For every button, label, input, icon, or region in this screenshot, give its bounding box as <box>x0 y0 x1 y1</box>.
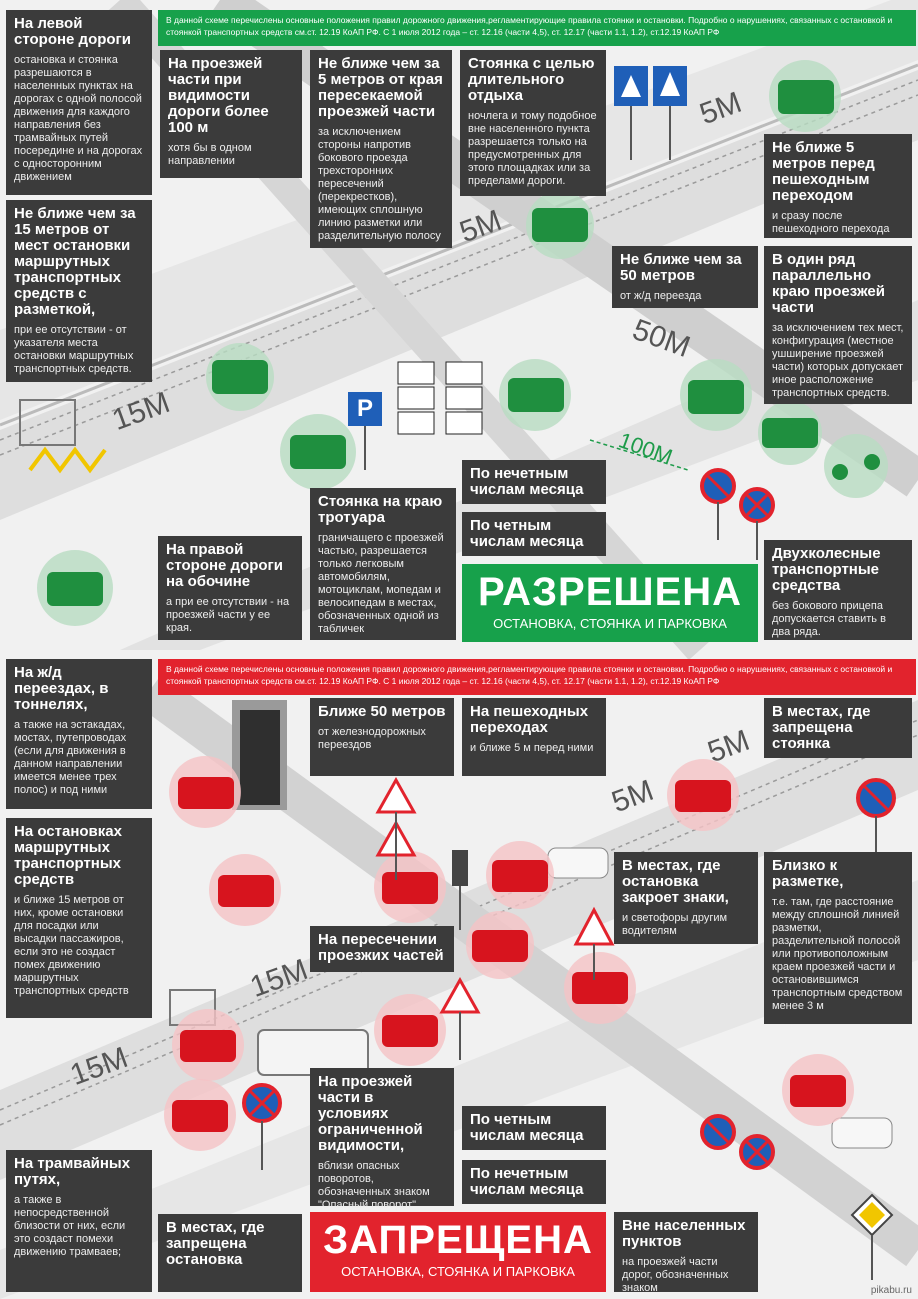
banner-title: РАЗРЕШЕНА <box>477 570 743 614</box>
banner-subtitle: ОСТАНОВКА, СТОЯНКА И ПАРКОВКА <box>341 1264 575 1279</box>
forbidden-banner: ЗАПРЕЩЕНА ОСТАНОВКА, СТОЯНКА И ПАРКОВКА <box>310 1212 606 1292</box>
box-body: и ближе 15 метров от них, кроме остановк… <box>14 894 129 997</box>
box-title: В местах, где остановка закроет знаки, <box>622 857 729 906</box>
allowed-box-pedestrian: Не ближе 5 метров перед пешеходным перех… <box>764 134 912 238</box>
box-body: ночлега и тому подобное вне населенного … <box>468 110 597 187</box>
box-title: На пешеходных переходах <box>470 703 589 736</box>
box-title: По четным числам месяца <box>470 1111 584 1144</box>
box-title: Не ближе чем за 15 метров от мест остано… <box>14 205 136 318</box>
box-title: Вне населенных пунктов <box>622 1217 746 1250</box>
allowed-box-15m-stop: Не ближе чем за 15 метров от мест остано… <box>6 200 152 382</box>
parking-sign-label: P <box>356 395 373 422</box>
box-body: и сразу после пешеходного перехода <box>772 210 890 235</box>
box-body: хотя бы в одном направлении <box>168 142 252 167</box>
forbidden-box-intersection: На пересечении проезжих частей <box>310 926 454 972</box>
box-body: и светофоры другим водителям <box>622 912 728 937</box>
box-body: за исключением стороны напротив бокового… <box>318 126 441 242</box>
allowed-box-sidewalk: Стоянка на краю тротуара граничащего с п… <box>310 488 456 640</box>
allowed-box-visibility: На проезжей части при видимости дороги б… <box>160 50 302 178</box>
forbidden-box-near-marking: Близко к разметке, т.е. там, где расстоя… <box>764 852 912 1024</box>
banner-subtitle: ОСТАНОВКА, СТОЯНКА И ПАРКОВКА <box>493 616 727 631</box>
forbidden-box-pedestrian: На пешеходных переходах и ближе 5 м пере… <box>462 698 606 776</box>
allowed-box-left-side: На левой стороне дороги остановка и стоя… <box>6 10 152 195</box>
box-title: Не ближе 5 метров перед пешеходным перех… <box>772 139 875 204</box>
box-title: Близко к разметке, <box>772 857 844 890</box>
box-title: В местах, где запрещена стоянка <box>772 703 871 752</box>
box-title: Стоянка на краю тротуара <box>318 493 443 526</box>
watermark: pikabu.ru <box>870 1285 912 1296</box>
allowed-box-one-row: В один ряд параллельно краю проезжей час… <box>764 246 912 404</box>
allowed-banner: РАЗРЕШЕНА ОСТАНОВКА, СТОЯНКА И ПАРКОВКА <box>462 564 758 642</box>
box-title: По четным числам месяца <box>470 517 584 550</box>
box-title: По нечетным числам месяца <box>470 465 584 498</box>
box-body: от ж/д переезда <box>620 290 702 302</box>
box-body: вблизи опасных поворотов, обозначенных з… <box>318 1160 430 1211</box>
forbidden-box-outside-settlements: Вне населенных пунктов на проезжей части… <box>614 1212 758 1294</box>
box-body: на проезжей части дорог, обозначенных зн… <box>622 1256 729 1294</box>
banner-title: ЗАПРЕЩЕНА <box>323 1218 593 1262</box>
allowed-cars <box>37 60 888 626</box>
box-body: без бокового прицепа допускается ставить… <box>772 600 886 638</box>
allowed-box-two-wheel: Двухколесные транспортные средства без б… <box>764 540 912 640</box>
box-body: а также в непосредственной близости от н… <box>14 1194 126 1258</box>
box-body: а при ее отсутствии - на проезжей части … <box>166 596 290 634</box>
allowed-box-50m-railway: Не ближе чем за 50 метров от ж/д переезд… <box>612 246 758 308</box>
allowed-info-strip: В данной схеме перечислены основные поло… <box>158 10 916 46</box>
box-title: На левой стороне дороги <box>14 15 132 48</box>
box-title: В один ряд параллельно краю проезжей час… <box>772 251 885 316</box>
box-title: На ж/д переездах, в тоннелях, <box>14 664 109 713</box>
box-title: На остановках маршрутных транспортных ср… <box>14 823 122 888</box>
allowed-box-rest: Стоянка с целью длительного отдыха ночле… <box>460 50 606 196</box>
box-body: и ближе 5 м перед ними <box>470 742 594 754</box>
forbidden-info-strip: В данной схеме перечислены основные поло… <box>158 659 916 695</box>
forbidden-box-no-parking: В местах, где запрещена стоянка <box>764 698 912 758</box>
box-title: Двухколесные транспортные средства <box>772 545 881 594</box>
forbidden-box-bus-stop: На остановках маршрутных транспортных ср… <box>6 818 152 1018</box>
forbidden-box-railway-tunnel: На ж/д переездах, в тоннелях, а также на… <box>6 659 152 809</box>
forbidden-box-tram: На трамвайных путях, а также в непосредс… <box>6 1150 152 1292</box>
box-title: Не ближе чем за 50 метров <box>620 251 742 284</box>
box-body: от железнодорожных переездов <box>318 726 426 751</box>
box-body: остановка и стоянка разрешаются в населе… <box>14 54 143 183</box>
box-title: Ближе 50 метров <box>318 703 446 720</box>
allowed-box-right-shoulder: На правой стороне дороги на обочине а пр… <box>158 536 302 640</box>
allowed-signs <box>348 66 775 560</box>
forbidden-box-odd-days: По нечетным числам месяца <box>462 1160 606 1204</box>
allowed-box-5m-crossing: Не ближе чем за 5 метров от края пересек… <box>310 50 452 248</box>
forbidden-box-limited-visibility: На проезжей части в условиях ограниченно… <box>310 1068 454 1211</box>
box-body: за исключением тех мест, конфигурация (м… <box>772 322 904 399</box>
allowed-box-odd-days: По нечетным числам месяца <box>462 460 606 504</box>
box-body: а также на эстакадах, мостах, путепровод… <box>14 719 127 796</box>
forbidden-box-even-days: По четным числам месяца <box>462 1106 606 1150</box>
forbidden-signs <box>242 776 896 1280</box>
box-title: Стоянка с целью длительного отдыха <box>468 55 595 104</box>
box-title: Не ближе чем за 5 метров от края пересек… <box>318 55 443 120</box>
box-body: при ее отсутствии - от указателя места о… <box>14 324 134 375</box>
box-body: т.е. там, где расстояние между сплошной … <box>772 896 903 1012</box>
forbidden-box-no-stopping: В местах, где запрещена остановка <box>158 1214 302 1292</box>
box-body: граничащего с проезжей частью, разрешает… <box>318 532 444 635</box>
box-title: На проезжей части в условиях ограниченно… <box>318 1073 423 1154</box>
box-title: На проезжей части при видимости дороги б… <box>168 55 269 136</box>
box-title: На пересечении проезжих частей <box>318 931 444 964</box>
box-title: На трамвайных путях, <box>14 1155 131 1188</box>
allowed-box-even-days: По четным числам месяца <box>462 512 606 556</box>
box-title: По нечетным числам месяца <box>470 1165 584 1198</box>
box-title: На правой стороне дороги на обочине <box>166 541 284 590</box>
box-title: В местах, где запрещена остановка <box>166 1219 265 1268</box>
forbidden-box-50m-railway: Ближе 50 метров от железнодорожных перее… <box>310 698 454 776</box>
forbidden-box-blocks-signs: В местах, где остановка закроет знаки, и… <box>614 852 758 944</box>
